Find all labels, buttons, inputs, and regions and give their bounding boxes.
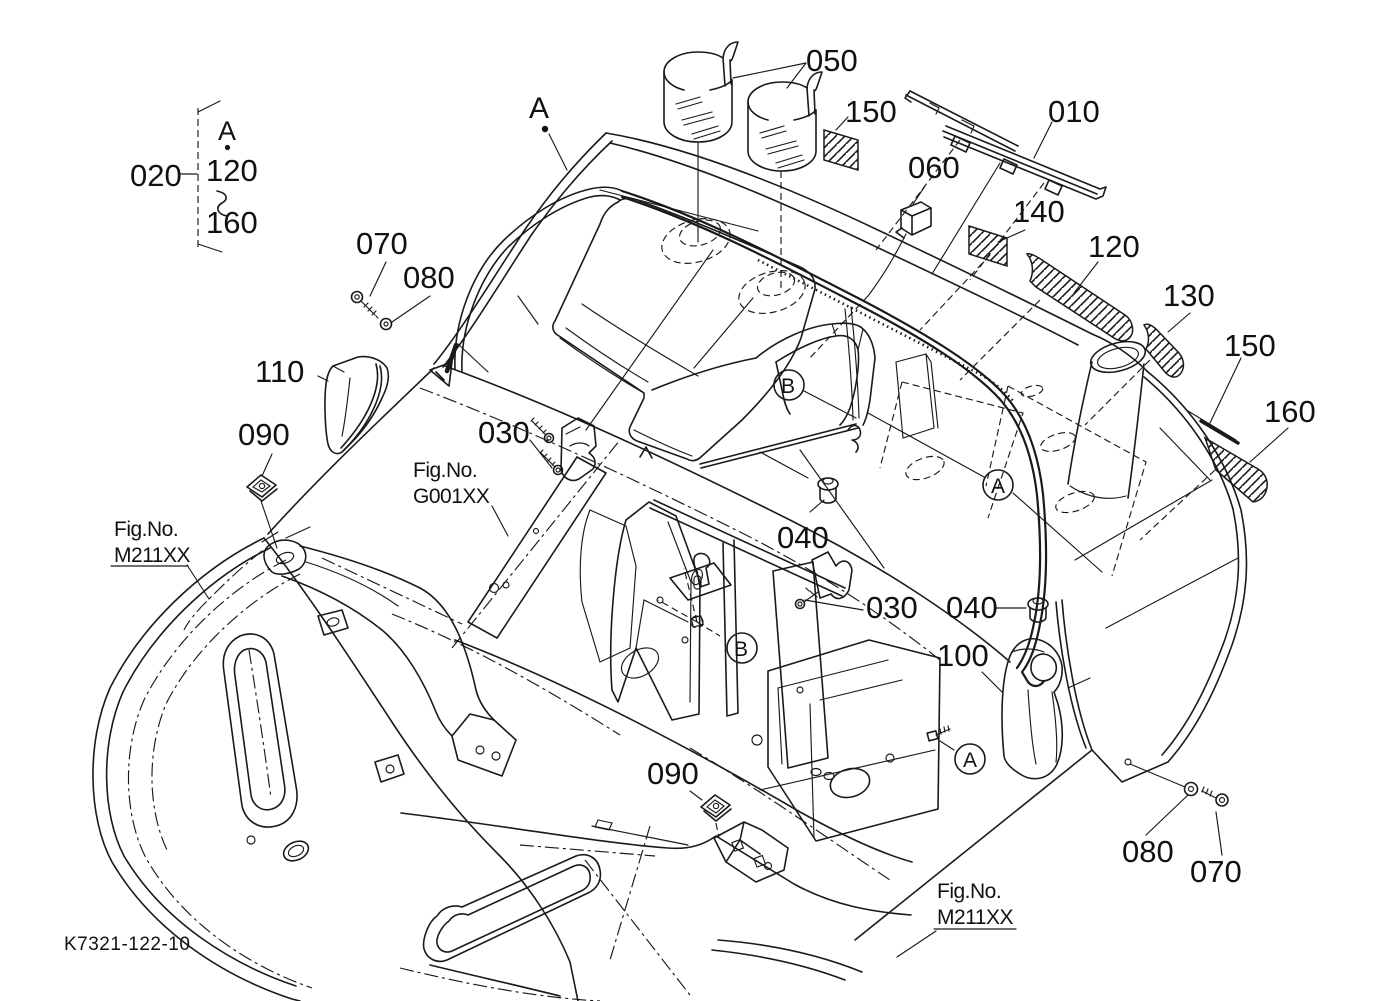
svg-text:080: 080 xyxy=(403,260,455,295)
svg-text:020: 020 xyxy=(130,158,182,193)
svg-text:160: 160 xyxy=(1264,394,1316,429)
svg-text:M211XX: M211XX xyxy=(114,544,190,567)
svg-text:A: A xyxy=(529,92,549,125)
svg-text:A: A xyxy=(991,475,1005,498)
svg-text:K7321-122-10: K7321-122-10 xyxy=(64,934,190,955)
svg-text:060: 060 xyxy=(908,150,960,185)
svg-text:120: 120 xyxy=(206,153,258,188)
svg-text:090: 090 xyxy=(647,756,699,791)
svg-text:160: 160 xyxy=(206,205,258,240)
svg-text:010: 010 xyxy=(1048,94,1100,129)
svg-text:130: 130 xyxy=(1163,278,1215,313)
svg-text:030: 030 xyxy=(478,415,530,450)
svg-text:070: 070 xyxy=(356,226,408,261)
svg-text:B: B xyxy=(781,375,795,398)
svg-text:Fig.No.: Fig.No. xyxy=(413,459,477,482)
svg-text:030: 030 xyxy=(866,590,918,625)
svg-text:150: 150 xyxy=(1224,328,1276,363)
svg-text:150: 150 xyxy=(845,94,897,129)
svg-text:A: A xyxy=(963,749,977,772)
svg-text:040: 040 xyxy=(946,590,998,625)
svg-text:080: 080 xyxy=(1122,834,1174,869)
svg-text:090: 090 xyxy=(238,417,290,452)
svg-text:A: A xyxy=(218,116,236,146)
svg-text:070: 070 xyxy=(1190,854,1242,889)
svg-text:050: 050 xyxy=(806,43,858,78)
svg-text:B: B xyxy=(734,638,748,661)
svg-text:100: 100 xyxy=(937,638,989,673)
svg-text:110: 110 xyxy=(255,354,304,389)
svg-text:120: 120 xyxy=(1088,229,1140,264)
svg-text:M211XX: M211XX xyxy=(937,906,1013,929)
svg-text:Fig.No.: Fig.No. xyxy=(937,880,1001,903)
svg-text:G001XX: G001XX xyxy=(413,485,490,508)
svg-text:Fig.No.: Fig.No. xyxy=(114,518,178,541)
svg-text:140: 140 xyxy=(1013,194,1065,229)
svg-text:040: 040 xyxy=(777,520,829,555)
